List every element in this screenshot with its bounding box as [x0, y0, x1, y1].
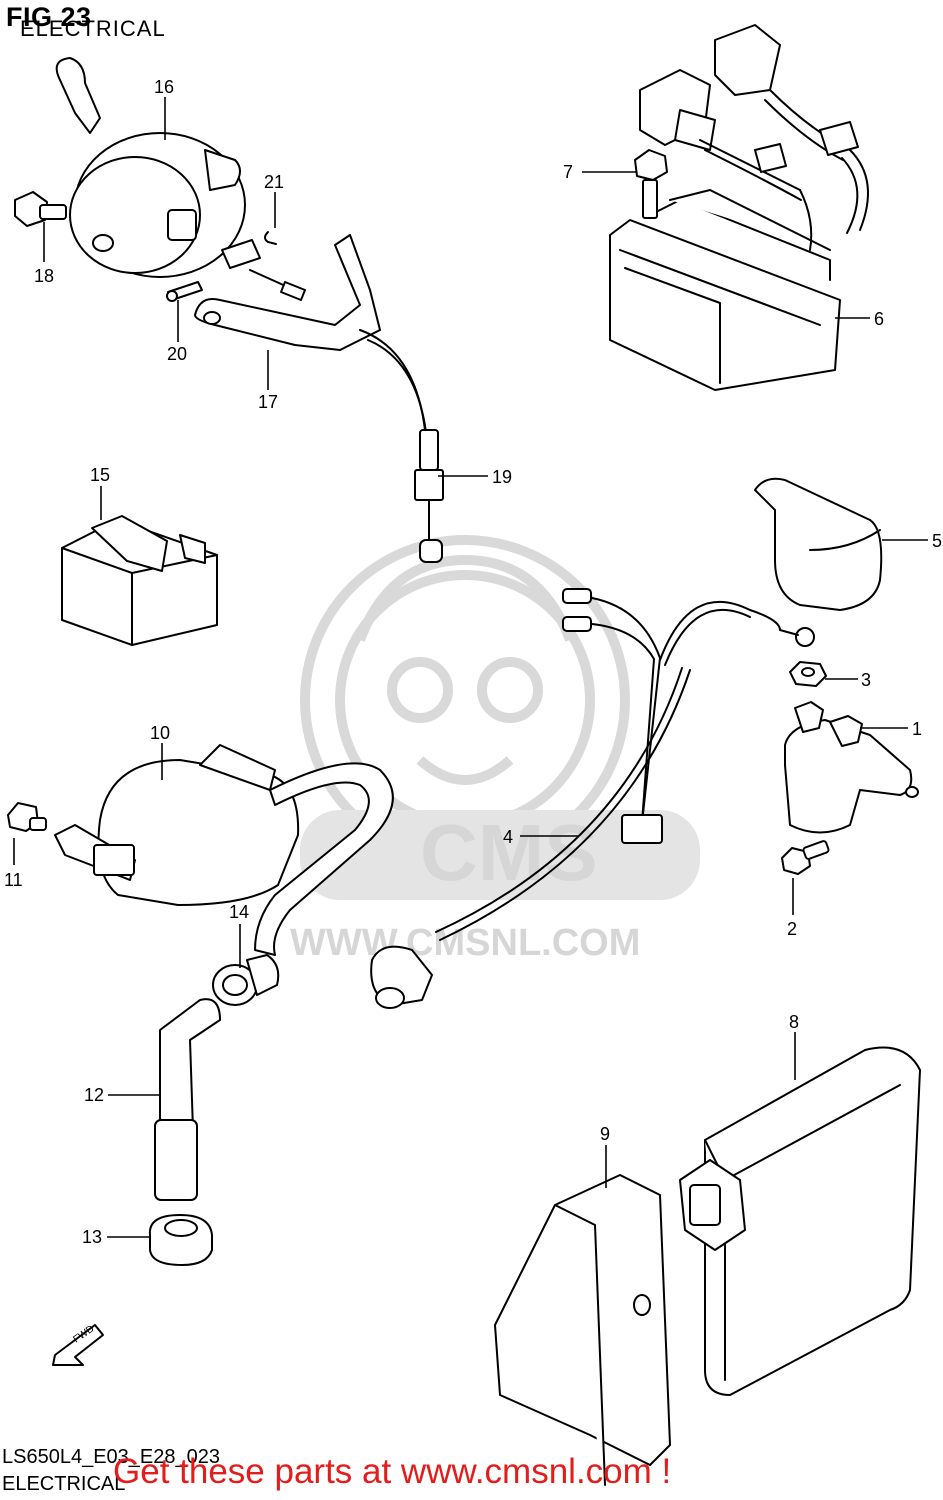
callout-4: 4	[503, 827, 513, 847]
callout-2: 2	[787, 919, 797, 939]
leader-lines	[13, 97, 928, 1238]
callout-20: 20	[167, 344, 187, 364]
callout-14: 14	[229, 902, 249, 922]
part-6-regulator	[609, 24, 869, 391]
callout-1: 1	[912, 719, 922, 739]
part-1-starter-relay	[784, 701, 919, 834]
callout-16: 16	[154, 77, 174, 97]
watermark-url: WWW.CMSNL.COM	[290, 922, 640, 964]
watermark-logo: CMS WWW.CMSNL.COM	[290, 535, 700, 964]
callout-15: 15	[90, 465, 110, 485]
callout-6: 6	[874, 309, 884, 329]
fwd-arrow-icon: FWD	[52, 1323, 104, 1366]
part-17-bracket	[194, 234, 381, 351]
footer-name: ELECTRICAL	[2, 1473, 126, 1495]
part-3-nut	[789, 661, 827, 687]
callout-18: 18	[34, 266, 54, 286]
part-9-cover	[494, 1174, 671, 1486]
watermark-brand: CMS	[420, 808, 598, 897]
part-13-seal	[148, 1214, 213, 1266]
part-19-sensor	[249, 269, 444, 563]
callout-3: 3	[861, 670, 871, 690]
part-18-bolt	[14, 191, 67, 227]
part-21-clip	[221, 231, 277, 269]
callout-19: 19	[492, 467, 512, 487]
callout-21: 21	[264, 172, 284, 192]
callout-8: 8	[789, 1012, 799, 1032]
callout-10: 10	[150, 723, 170, 743]
figure-subtitle: ELECTRICAL	[20, 16, 166, 41]
callout-17: 17	[258, 392, 278, 412]
callout-labels: 16 18 21 20 17 19 7 6 15 5 3 1 4 2 10 11…	[4, 77, 942, 1247]
part-8-control-unit	[679, 1046, 921, 1396]
part-2-bolt	[781, 840, 830, 875]
callout-7: 7	[563, 162, 573, 182]
part-16-horn	[55, 57, 246, 278]
part-14-collar	[212, 954, 280, 1006]
callout-11: 11	[4, 870, 23, 890]
part-5-boot	[754, 477, 883, 611]
footer-code: LS650L4_E03_E28_023	[2, 1446, 220, 1468]
part-7-bolt	[634, 149, 668, 219]
callout-12: 12	[84, 1085, 104, 1105]
part-4-harness	[370, 588, 815, 1009]
part-12-plug-cap	[154, 998, 221, 1201]
figure-number: FIG 23	[6, 2, 92, 32]
callout-9: 9	[600, 1124, 610, 1144]
promo-link[interactable]: Get these parts at www.cmsnl.com !	[113, 1452, 672, 1491]
callout-13: 13	[82, 1227, 102, 1247]
part-11-screw	[7, 802, 47, 832]
part-10-ignition-coil	[54, 744, 394, 956]
part-20-screw	[166, 281, 203, 302]
callout-5: 5	[932, 531, 942, 551]
part-15-relay	[61, 515, 218, 646]
